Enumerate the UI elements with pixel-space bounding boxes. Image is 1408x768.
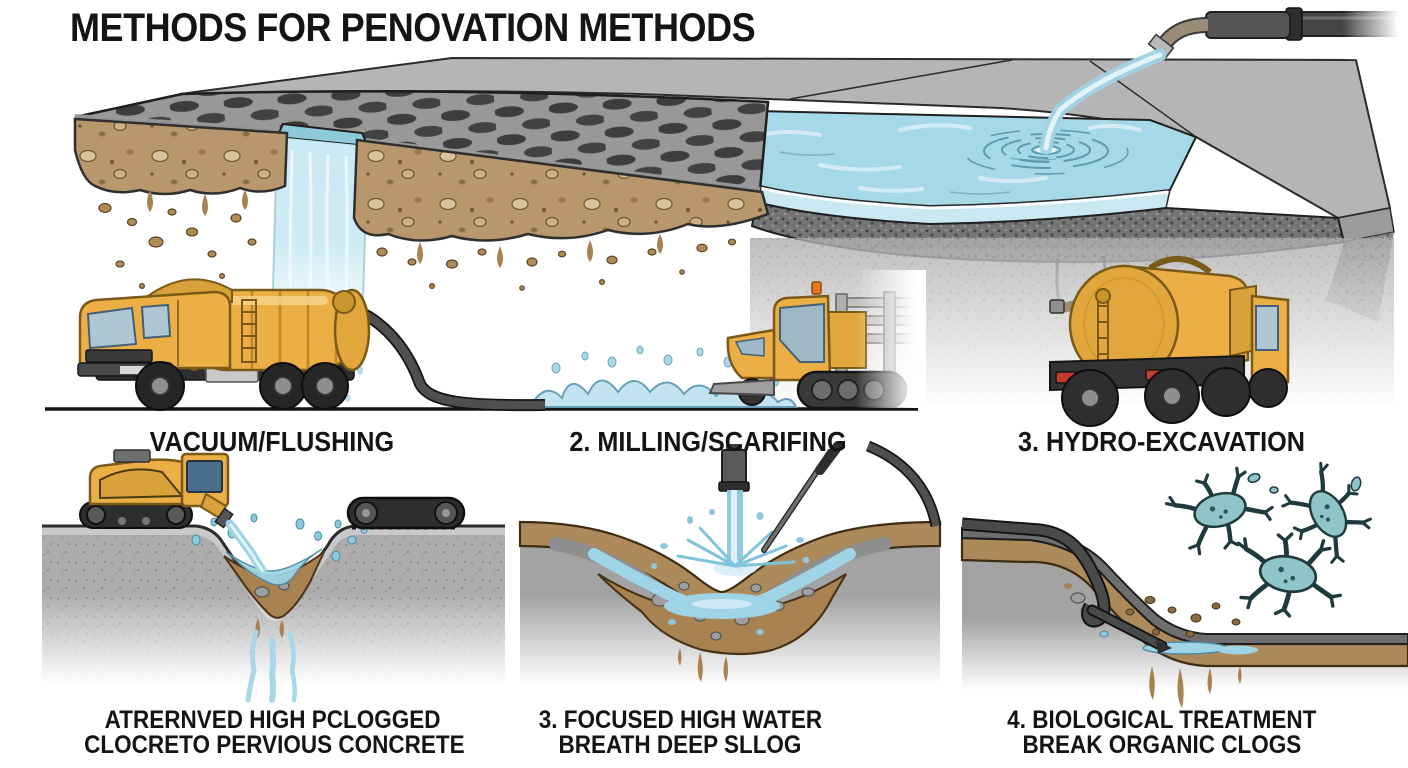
caption-panel3-line1: 4. BIOLOGICAL TREATMENT (1007, 706, 1317, 734)
water-jet (651, 490, 810, 576)
microbe-3 (1228, 525, 1349, 624)
excavated-pit (223, 548, 325, 638)
panel3-scene (958, 455, 1408, 708)
organic-clog-drips (1149, 666, 1242, 708)
falling-sediment (98, 202, 737, 303)
water-stream (1039, 48, 1167, 155)
flushing-machine (79, 449, 268, 577)
soil-layer-right (352, 138, 770, 268)
caption-panel1-line1: ATRERNVED HIGH PCLOGGED (105, 706, 441, 734)
caption-panel1: ATRERNVED HIGH PCLOGGED CLOCRETO PERVIOU… (63, 708, 483, 758)
panel1-scene (38, 449, 510, 704)
caption-panel2: 3. FOCUSED HIGH WATER BREATH DEEP SLLOG (470, 708, 890, 758)
milling-machine (708, 270, 926, 410)
hand-lance (761, 441, 843, 553)
caption-panel2-line2: BREATH DEEP SLLOG (558, 731, 802, 759)
method-label-vacuum: VACUUM/FLUSHING (149, 426, 395, 457)
crawler-track-unit (346, 496, 466, 530)
flying-debris (1125, 596, 1241, 638)
method-label-hydro: 3. HYDRO-EXCAVATION (1017, 426, 1305, 457)
water-jet-nozzle (718, 444, 750, 492)
equipment-row-scene (45, 255, 1290, 427)
soil-layer-left (73, 117, 289, 216)
pit-drainage-streams (245, 629, 297, 703)
page-title: METHODS FOR PENOVATION METHODS (70, 6, 756, 50)
truck-wheels (135, 361, 349, 411)
waterfall (271, 122, 375, 402)
hose-icon (865, 440, 942, 528)
caption-panel1-line2: CLOCRETO PERVIOUS CONCRETE (84, 731, 465, 759)
method-label-milling: 2. MILLING/SCARIFING (569, 426, 847, 457)
microbes-icon (1162, 455, 1383, 624)
caption-panel3-line2: BREAK ORGANIC CLOGS (1022, 731, 1302, 759)
vacuum-truck-right (1049, 255, 1290, 427)
panel2-scene (516, 440, 946, 704)
microbe-1 (1162, 461, 1279, 560)
vacuum-truck-left (77, 278, 546, 412)
caption-panel3: 4. BIOLOGICAL TREATMENT BREAK ORGANIC CL… (952, 708, 1372, 758)
suction-hose-panel3 (961, 517, 1172, 654)
caption-panel2-line1: 3. FOCUSED HIGH WATER (538, 706, 822, 734)
